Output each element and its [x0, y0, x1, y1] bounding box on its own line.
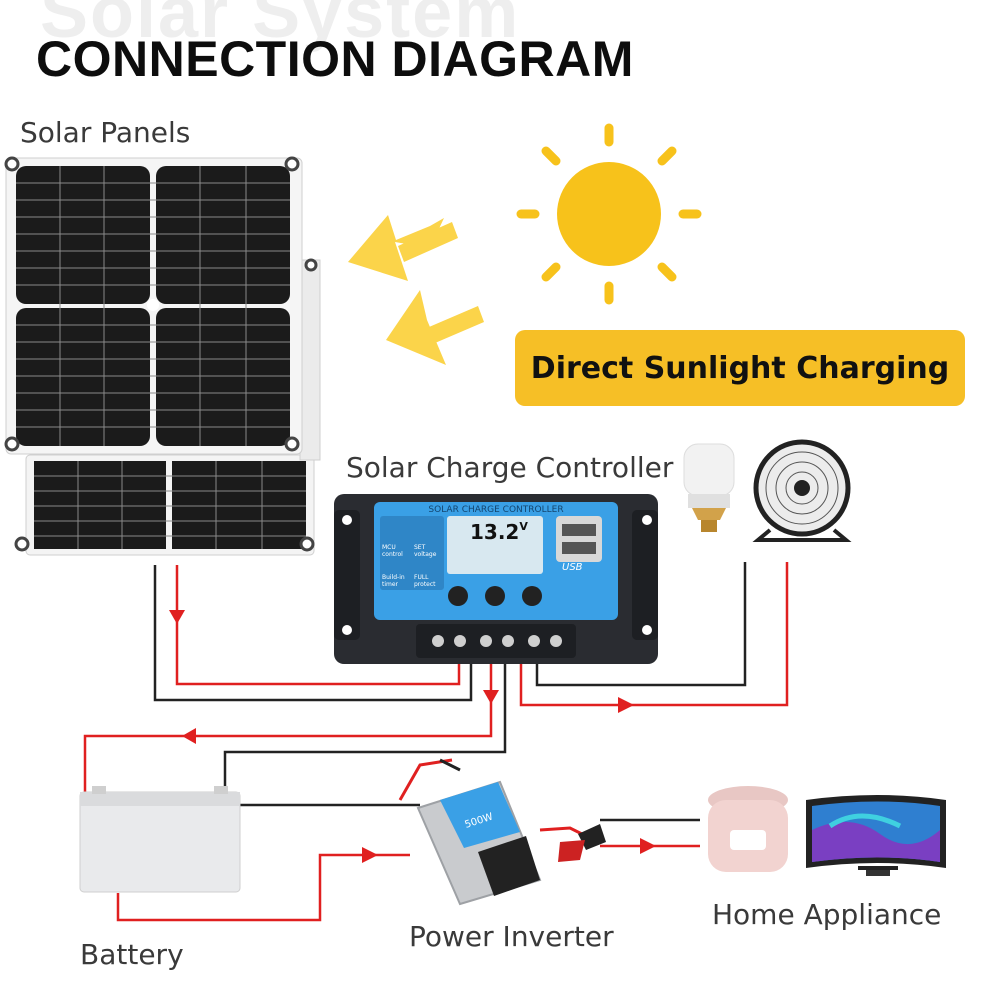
sun-icon	[516, 123, 702, 305]
lcd-screen	[447, 516, 543, 574]
controller-button-1	[448, 586, 468, 606]
sunlight-arrow-lower	[386, 290, 484, 365]
power-inverter-icon	[398, 758, 606, 906]
label-solar-panels: Solar Panels	[20, 116, 191, 149]
voltage-value: 13.2	[470, 520, 520, 544]
controller-brand-text: SOLAR CHARGE CONTROLLER	[428, 505, 564, 515]
label-power-inverter: Power Inverter	[409, 920, 614, 953]
wire-load-negative	[535, 562, 747, 687]
voltage-unit: V	[519, 520, 528, 533]
desk-fan-icon	[752, 439, 852, 542]
controller-button-2	[485, 586, 505, 606]
solar-panel-rear	[14, 258, 321, 556]
charge-controller	[334, 494, 658, 664]
diagram-title: CONNECTION DIAGRAM	[36, 31, 634, 87]
battery-icon	[79, 786, 241, 893]
wire-panel-positive	[175, 565, 461, 686]
current-direction-arrows	[169, 610, 656, 863]
controller-full-label: FULL protect	[414, 574, 436, 588]
sunlight-arrow-upper	[348, 215, 458, 281]
usb-ports	[556, 516, 602, 562]
wire-inverter-positive	[116, 853, 410, 922]
label-home-appliance: Home Appliance	[712, 898, 942, 931]
controller-set-label: SET voltage	[414, 544, 437, 558]
rice-cooker-icon	[708, 786, 788, 872]
wire-panel-negative	[153, 565, 473, 702]
wire-load-positive	[519, 562, 789, 707]
label-battery: Battery	[80, 938, 184, 971]
controller-voltage-readout: 13.2V	[470, 520, 528, 544]
usb-label: USB	[562, 562, 583, 573]
sunlight-callout: Direct Sunlight Charging	[515, 330, 965, 406]
light-bulb-icon	[683, 443, 735, 532]
wire-battery-negative	[223, 664, 507, 792]
television-icon	[806, 795, 946, 876]
watermark-text: Solar System	[40, 0, 521, 53]
solar-panel-front	[4, 156, 303, 455]
label-charge-controller: Solar Charge Controller	[346, 451, 674, 484]
controller-button-3	[522, 586, 542, 606]
controller-mcu-label: MCU control	[382, 544, 403, 558]
controller-timer-label: Build-in timer	[382, 574, 405, 588]
